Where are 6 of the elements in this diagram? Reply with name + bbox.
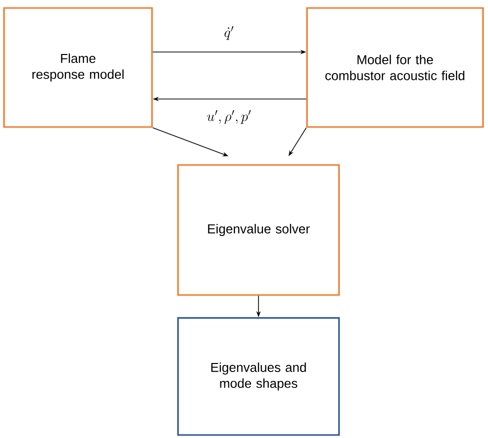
process-box: Model for the combustor acoustic field [306,7,484,128]
process-box: Eigenvalues and mode shapes [177,317,340,436]
edge-label: $u', \rho', p'$ [206,109,252,125]
edge-label: $\dot{q}'$ [223,25,235,41]
process-box: Eigenvalue solver [177,164,340,296]
process-box: Flame response model [3,7,153,128]
